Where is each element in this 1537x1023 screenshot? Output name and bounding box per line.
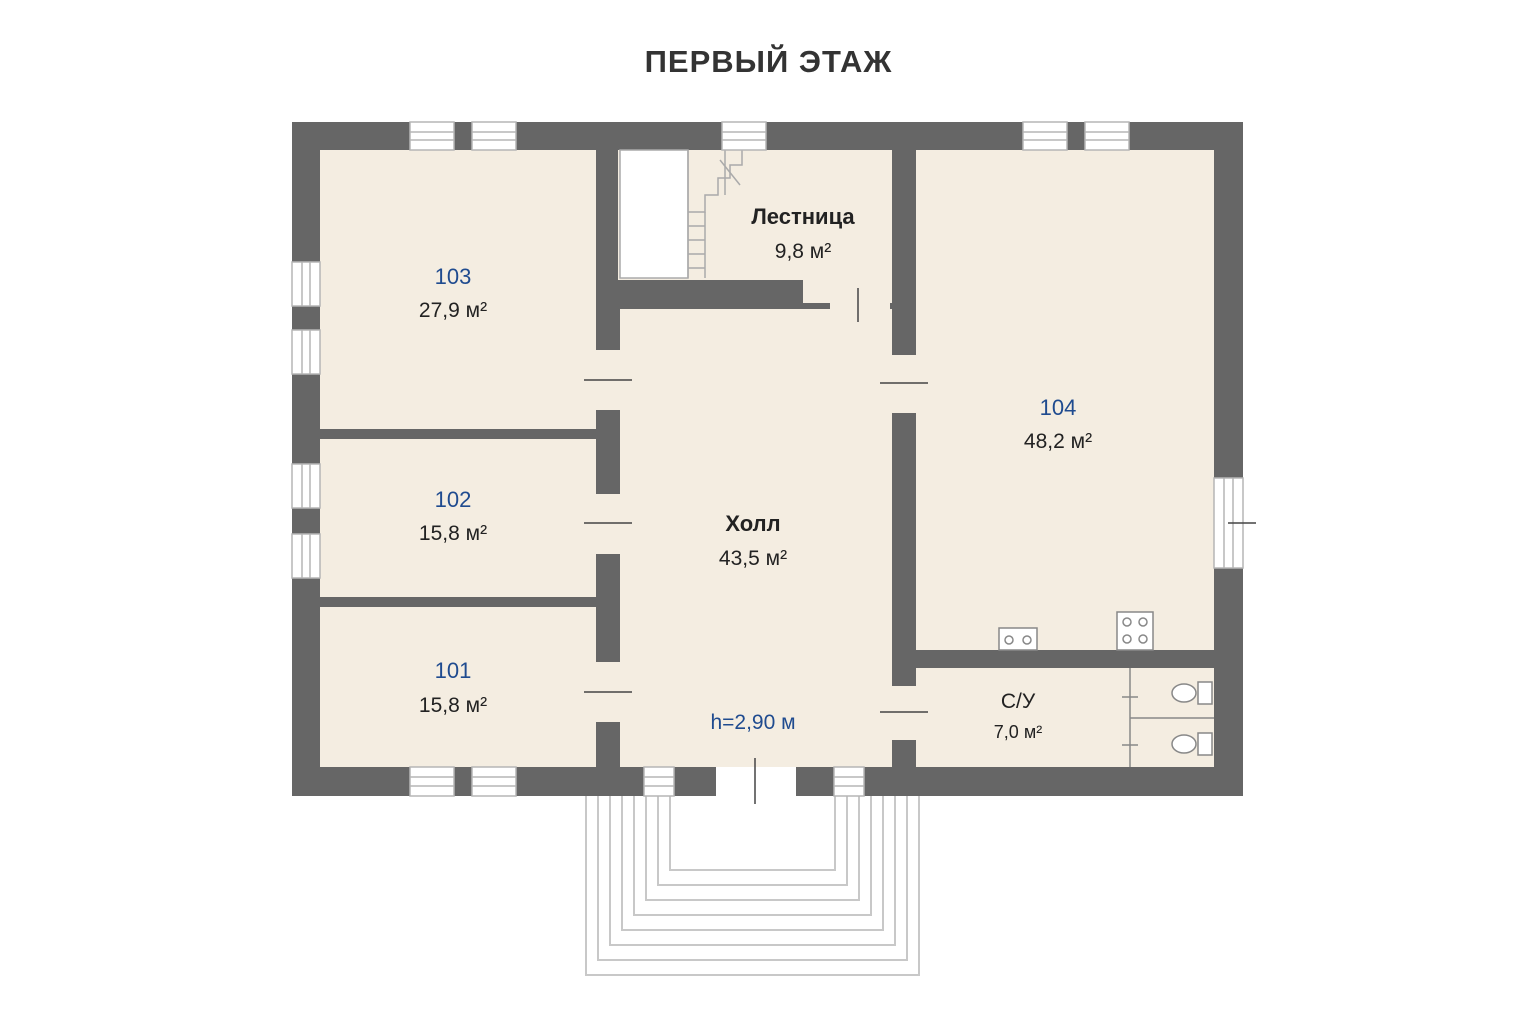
ceiling-height: h=2,90 м: [710, 711, 795, 734]
room-101: [320, 607, 596, 767]
room-wc-area: 7,0 м²: [994, 722, 1042, 742]
room-104-area: 48,2 м²: [1024, 430, 1092, 453]
room-stairs-area: 9,8 м²: [775, 240, 831, 263]
room-101-number: 101: [435, 658, 472, 683]
room-wc-name: С/У: [1001, 690, 1036, 713]
staircase: [619, 149, 743, 279]
room-102-area: 15,8 м²: [419, 522, 487, 545]
doors: [584, 280, 1256, 804]
room-104-number: 104: [1040, 395, 1077, 420]
room-103: [320, 150, 596, 429]
room-101-area: 15,8 м²: [419, 694, 487, 717]
room-hall: [620, 309, 892, 767]
room-102: [320, 439, 596, 597]
room-103-number: 103: [435, 264, 472, 289]
room-104: [916, 150, 1214, 650]
room-103-area: 27,9 м²: [419, 299, 487, 322]
wc-fixtures: [1122, 668, 1214, 767]
windows: [291, 121, 1244, 797]
room-stairs-name: Лестница: [751, 204, 855, 229]
kitchen-fixtures: [998, 611, 1154, 651]
room-hall-area: 43,5 м²: [719, 547, 787, 570]
room-hall-name: Холл: [725, 511, 780, 536]
plan-title: ПЕРВЫЙ ЭТАЖ: [644, 44, 893, 79]
entrance-steps: [585, 794, 920, 976]
room-102-number: 102: [435, 487, 472, 512]
